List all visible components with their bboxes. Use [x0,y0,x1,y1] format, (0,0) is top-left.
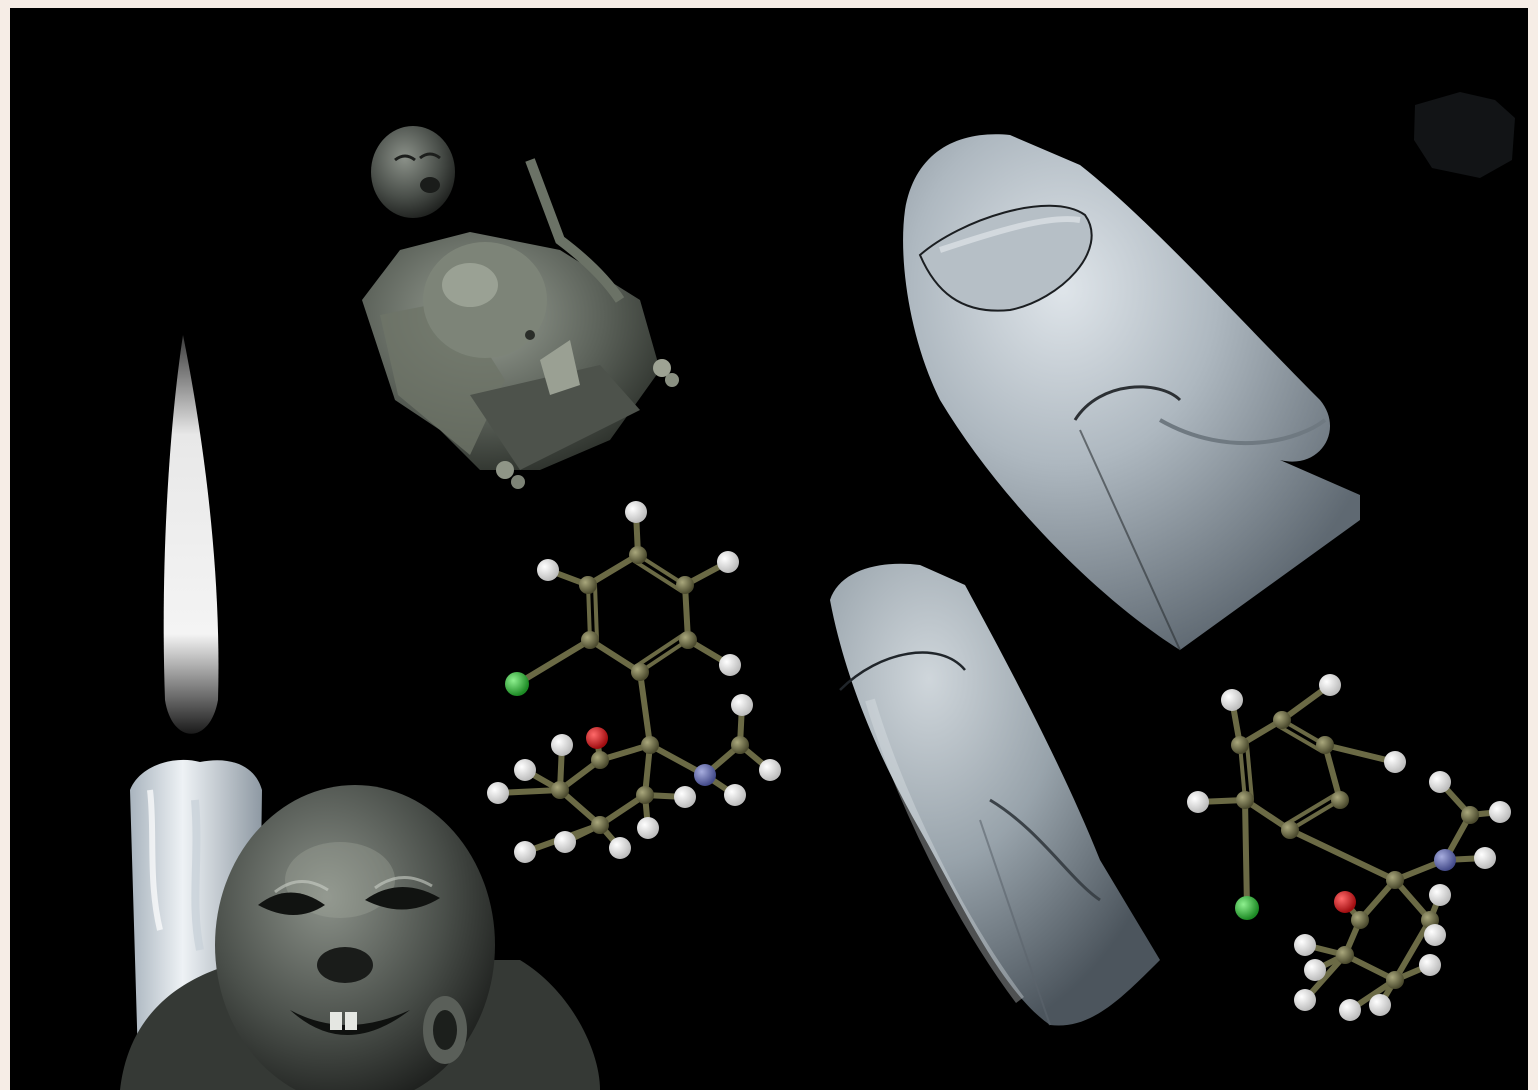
atom-c [1273,711,1291,729]
atom-h [1339,999,1361,1021]
molecule-bond [585,552,641,588]
atom-c [1236,791,1254,809]
molecule-bond [1242,797,1293,833]
molecule-double-bond [592,582,599,642]
atom-c [679,631,697,649]
atom-h [537,559,559,581]
atom-h [724,784,746,806]
molecule-double-bond [634,632,687,669]
molecule-bond [1342,952,1398,983]
atom-c [1336,946,1354,964]
atom-h [1319,674,1341,696]
candle-flame [163,335,219,734]
atom-h [514,841,536,863]
molecule-bond [638,638,690,674]
atom-h [1429,884,1451,906]
atom-h [637,817,659,839]
atom-c [636,786,654,804]
molecule-bond [1322,742,1343,803]
atom-n [694,764,716,786]
laughing-buddha-figurine-large [120,785,600,1090]
atom-h [1294,934,1316,956]
atom-c [551,781,569,799]
atom-h [1489,801,1511,823]
ketamine-molecule-models [487,501,1511,1021]
molecule-bond [1392,917,1433,983]
laughing-buddha-figurine-small [362,126,679,489]
atom-h [1304,959,1326,981]
molecule-bond [1322,742,1398,765]
atom-h [1424,924,1446,946]
molecule-bond [1238,743,1247,802]
atom-o [1334,891,1356,913]
ketamine-molecule-model-left [487,501,781,863]
atom-c [1386,971,1404,989]
atom-h [1221,689,1243,711]
stone-fragment [1414,92,1515,178]
hooded-stone-figure-large [903,134,1360,651]
atom-c [1281,821,1299,839]
molecule-double-bond [1276,724,1324,754]
atom-cl [1235,896,1259,920]
atom-h [609,837,631,859]
ketamine-molecule-model-right [1187,674,1511,1021]
atom-c [1351,911,1369,929]
atom-h [731,694,753,716]
atom-c [1386,871,1404,889]
atom-c [1461,806,1479,824]
atom-c [1331,791,1349,809]
molecule-bond [597,792,648,828]
atom-h [625,501,647,523]
atom-c [1231,736,1249,754]
atom-cl [505,672,529,696]
atom-h [1369,994,1391,1016]
atom-c [1316,736,1334,754]
atom-h [1429,771,1451,793]
molecule-double-bond [1284,791,1339,826]
molecule-double-bond [1244,742,1254,802]
atom-h [554,831,576,853]
molecule-bond [1242,797,1250,911]
atom-o [586,727,608,749]
atom-h [1419,954,1441,976]
atom-c [676,576,694,594]
atom-h [487,782,509,804]
atom-c [629,546,647,564]
atom-c [631,663,649,681]
molecule-double-bond [632,558,684,593]
atom-c [581,631,599,649]
molecule-bond [514,637,593,687]
atom-h [1294,989,1316,1011]
atom-h [717,551,739,573]
atom-n [1434,849,1456,871]
atom-c [591,751,609,769]
atom-h [674,786,696,808]
atom-h [1187,791,1209,813]
hooded-stone-figure-small [830,563,1160,1026]
atom-c [641,736,659,754]
molecule-bond [637,669,653,748]
atom-h [551,734,573,756]
atom-h [759,759,781,781]
molecule-bond [1287,827,1398,883]
atom-h [719,654,741,676]
molecule-bond [586,583,592,642]
molecule-bond [636,553,687,587]
atom-c [731,736,749,754]
atom-c [579,576,597,594]
molecule-bond [587,637,643,675]
atom-h [1384,751,1406,773]
molecule-bond [682,582,691,643]
atom-h [514,759,536,781]
atom-h [1474,847,1496,869]
atom-c [591,816,609,834]
molecule-bond [1288,798,1342,832]
